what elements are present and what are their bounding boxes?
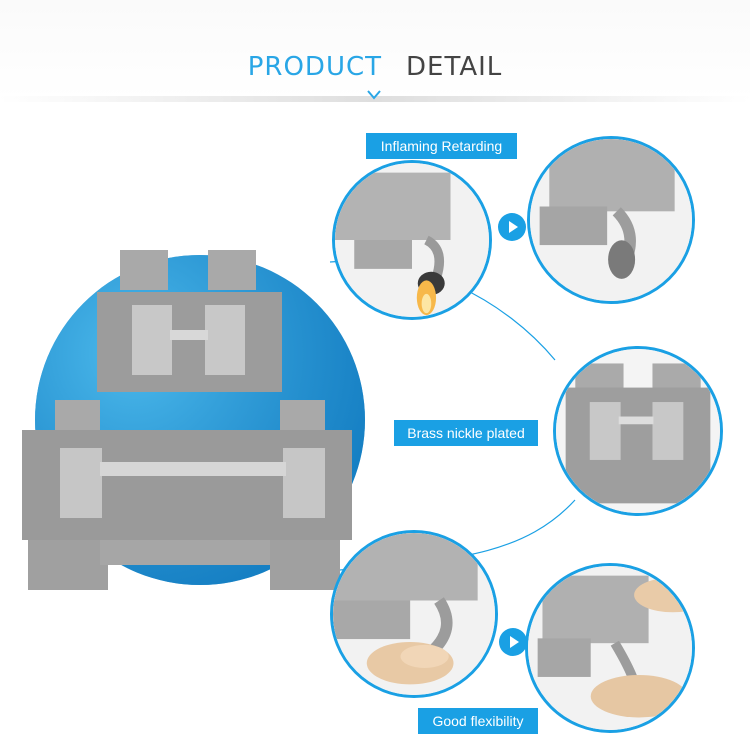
- header-divider: [0, 96, 750, 102]
- detail-circle-bending: [330, 530, 498, 698]
- feature-label-flex: Good flexibility: [418, 708, 538, 734]
- chevron-down-icon: [366, 88, 382, 100]
- feature-label-plating: Brass nickle plated: [394, 420, 538, 446]
- title-primary: PRODUCT: [247, 52, 383, 82]
- title-secondary: DETAIL: [406, 52, 503, 82]
- play-arrow-icon: [498, 627, 528, 657]
- detail-circle-flexed: [525, 563, 695, 733]
- detail-circle-contacts: [553, 346, 723, 516]
- page-title: PRODUCT DETAIL: [0, 52, 750, 82]
- detail-circle-flame-test: [332, 160, 492, 320]
- play-arrow-icon: [497, 212, 527, 242]
- header-band: [0, 0, 750, 100]
- detail-circle-burned-part: [527, 136, 695, 304]
- feature-label-flame: Inflaming Retarding: [366, 133, 517, 159]
